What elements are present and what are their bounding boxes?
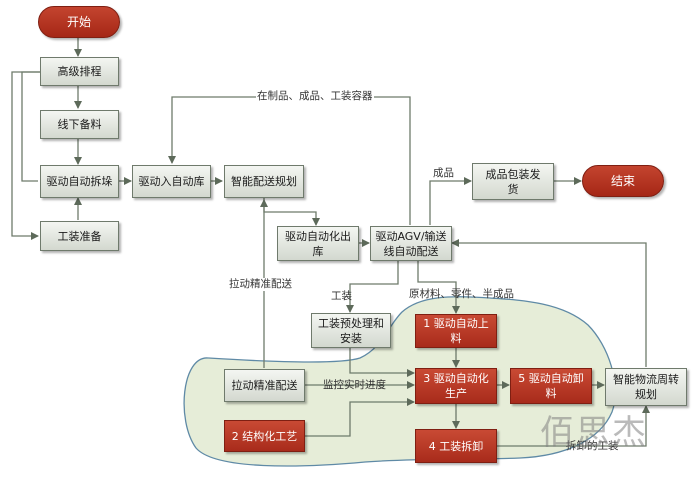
watermark: 佰思杰 [540, 413, 648, 453]
tooling-prep-box[interactable]: 工装准备 [40, 221, 119, 251]
label-wip-containers: 在制品、成品、工装容器 [256, 90, 374, 103]
auto-unstacking-box[interactable]: 驱动自动拆垛 [40, 165, 119, 198]
tooling-dismantle-box[interactable]: 4 工装拆卸 [415, 429, 497, 463]
tooling-pretreatment-box[interactable]: 工装预处理和 安装 [311, 313, 391, 348]
edge-logistics-agv [451, 239, 647, 367]
edge-distribution-warehouseout [263, 198, 320, 226]
end-node[interactable]: 结束 [582, 165, 664, 197]
edge-dismantle-logistics [497, 405, 650, 447]
edge-scheduling-toolingprep [11, 71, 40, 240]
auto-warehouse-in-box[interactable]: 驱动入自动库 [132, 165, 211, 198]
smart-distribution-plan-box[interactable]: 智能配送规划 [224, 165, 304, 198]
edge-process-production [305, 398, 415, 437]
advanced-scheduling-box[interactable]: 高级排程 [40, 57, 119, 86]
edge-scheduling-unstacking [21, 71, 40, 182]
label-finished-goods: 成品 [432, 167, 455, 180]
label-monitor-progress: 监控实时进度 [323, 379, 386, 391]
label-dismantled-tooling: 拆卸的工装 [566, 440, 619, 452]
pull-delivery-box[interactable]: 拉动精准配送 [224, 369, 305, 402]
label-pull-delivery: 拉动精准配送 [228, 278, 293, 291]
label-tooling: 工装 [331, 290, 352, 302]
auto-loading-box[interactable]: 1 驱动自动上 料 [415, 314, 497, 348]
edge-agv-autoloading [417, 261, 460, 314]
smart-logistics-box[interactable]: 智能物流周转 规划 [605, 368, 687, 406]
label-materials: 原材料、零件、半成品 [409, 288, 514, 300]
auto-warehouse-out-box[interactable]: 驱动自动化出 库 [277, 226, 359, 261]
automated-production-box[interactable]: 3 驱动自动化 生产 [415, 368, 497, 404]
edge-agv-warehousein [168, 96, 411, 225]
edge-pretreat-production [349, 348, 415, 377]
finished-packaging-box[interactable]: 成品包装发 货 [472, 163, 554, 200]
start-node[interactable]: 开始 [38, 6, 120, 38]
structured-process-box[interactable]: 2 结构化工艺 [224, 420, 305, 452]
edge-agv-toolingpretreat [346, 261, 399, 313]
agv-delivery-box[interactable]: 驱动AGV/输送 线自动配送 [370, 226, 452, 261]
auto-unloading-box[interactable]: 5 驱动自动卸 料 [510, 368, 592, 404]
offline-stocking-box[interactable]: 线下备料 [40, 110, 119, 139]
edge-agv-packaging [429, 177, 472, 225]
